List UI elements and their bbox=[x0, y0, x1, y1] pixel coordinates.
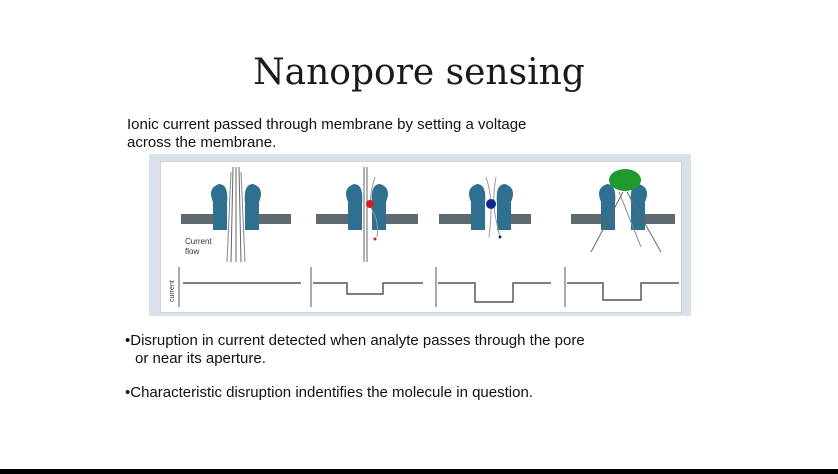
slide-title: Nanopore sensing bbox=[253, 52, 585, 93]
panel-large-protein bbox=[571, 169, 675, 253]
bullet-1-line-1: •Disruption in current detected when ana… bbox=[125, 332, 585, 349]
trace-red bbox=[313, 282, 423, 295]
bottom-rule bbox=[0, 469, 838, 474]
pore-left-half bbox=[211, 184, 228, 230]
current-flow-label-2: flow bbox=[185, 247, 199, 256]
bullet-1-line-2: or near its aperture. bbox=[135, 350, 266, 367]
trace-blue bbox=[438, 282, 551, 303]
figure-panel: Current flow bbox=[160, 161, 682, 313]
panel-blue-analyte bbox=[439, 176, 531, 239]
membrane-right bbox=[259, 214, 291, 224]
panel-open-pore: Current flow bbox=[181, 166, 291, 263]
intro-line-1: Ionic current passed through membrane by… bbox=[127, 116, 527, 133]
pore-right-half bbox=[244, 184, 261, 230]
red-analyte-dot bbox=[366, 200, 374, 208]
nanopore-diagram: Current flow bbox=[169, 166, 679, 307]
bullet-2-line-1: •Characteristic disruption indentifies t… bbox=[125, 384, 533, 401]
panel-red-analyte bbox=[316, 167, 418, 262]
membrane-left bbox=[181, 214, 213, 224]
bullet-1: •Disruption in current detected when ana… bbox=[125, 332, 745, 368]
current-axis-label: current bbox=[169, 280, 176, 302]
nanopore-figure: Current flow bbox=[149, 154, 691, 316]
current-flow-label-1: Current bbox=[185, 237, 212, 246]
trace-protein bbox=[567, 282, 679, 301]
bullet-2: •Characteristic disruption indentifies t… bbox=[125, 384, 745, 402]
green-protein bbox=[609, 169, 641, 191]
intro-text: Ionic current passed through membrane by… bbox=[127, 116, 687, 152]
intro-line-2: across the membrane. bbox=[127, 134, 277, 151]
blue-analyte-dot bbox=[486, 199, 496, 209]
current-traces: current bbox=[169, 267, 679, 307]
